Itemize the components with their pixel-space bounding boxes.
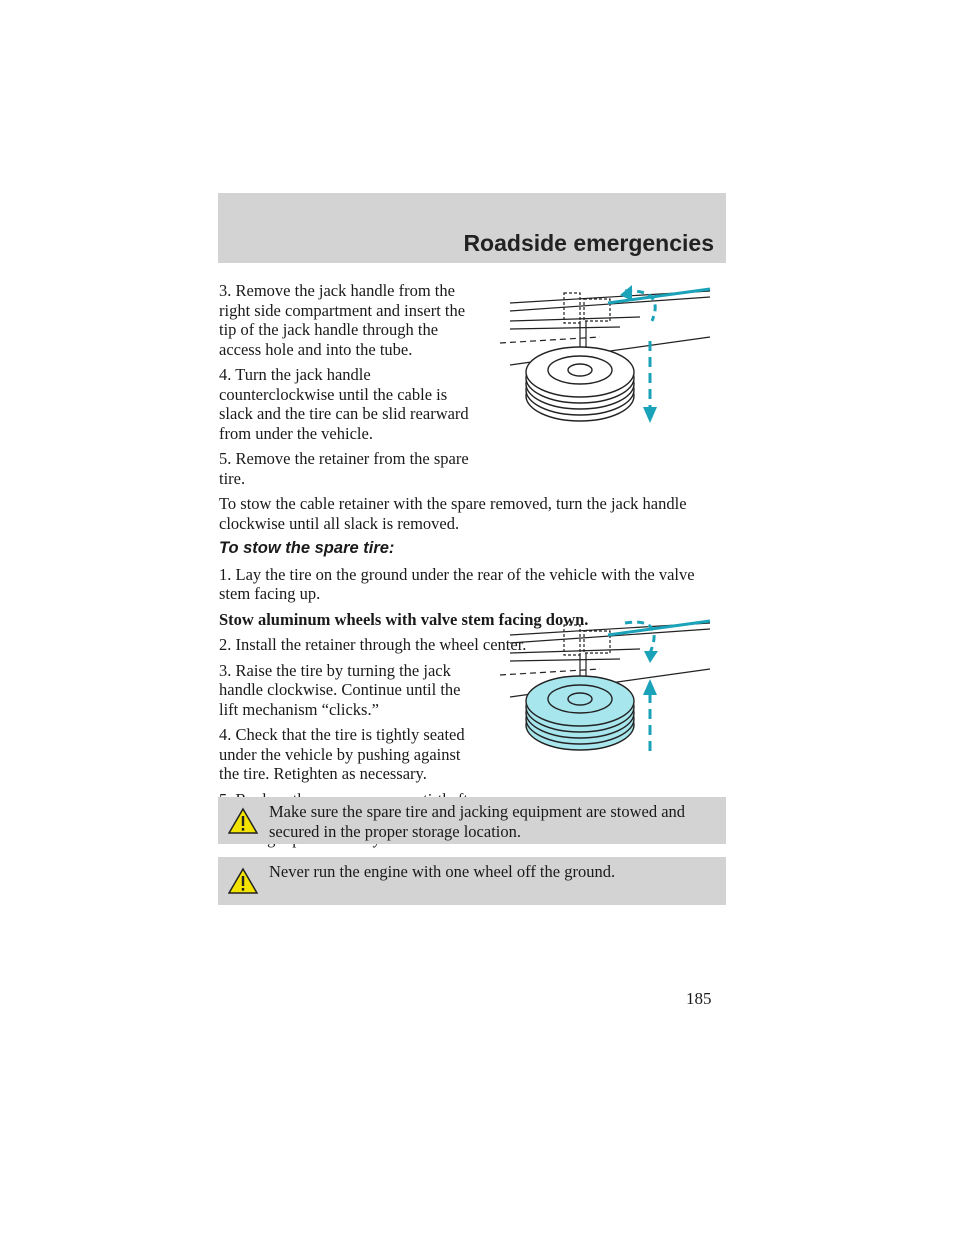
raise-spare-tire-illustration [500, 619, 711, 753]
stow-step-1: 1. Lay the tire on the ground under the … [219, 564, 695, 604]
warning-box: Never run the engine with one wheel off … [218, 857, 726, 905]
warning-text: Never run the engine with one wheel off … [269, 862, 616, 881]
page-content: 3. Remove the jack handle from the right… [219, 281, 724, 854]
warning-triangle-icon [228, 807, 258, 834]
stow-step-4: 4. Check that the tire is tightly seated… [219, 725, 465, 783]
page-number: 185 [686, 989, 712, 1008]
stow-heading: To stow the spare tire: [219, 539, 395, 557]
section-header: Roadside emergencies [218, 193, 726, 263]
lower-spare-tire-illustration [500, 285, 711, 423]
section-title: Roadside emergencies [463, 230, 714, 256]
warning-text: Make sure the spare tire and jacking equ… [269, 802, 686, 841]
step-3-remove-handle: 3. Remove the jack handle from the right… [219, 281, 466, 359]
step-5-remove-retainer: 5. Remove the retainer from the spare ti… [219, 449, 469, 488]
warning-box: Make sure the spare tire and jacking equ… [218, 797, 726, 844]
stow-step-2: 2. Install the retainer through the whee… [219, 635, 527, 654]
aluminum-wheels-note: Stow aluminum wheels with valve stem fac… [219, 609, 589, 629]
step-4-turn-handle: 4. Turn the jack handle counterclockwise… [219, 365, 469, 443]
retrieve-steps: 3. Remove the jack handle from the right… [219, 281, 481, 488]
stow-retainer-note: To stow the cable retainer with the spar… [219, 494, 687, 533]
stow-step-3: 3. Raise the tire by turning the jack ha… [219, 660, 461, 719]
warning-triangle-icon [228, 867, 258, 894]
